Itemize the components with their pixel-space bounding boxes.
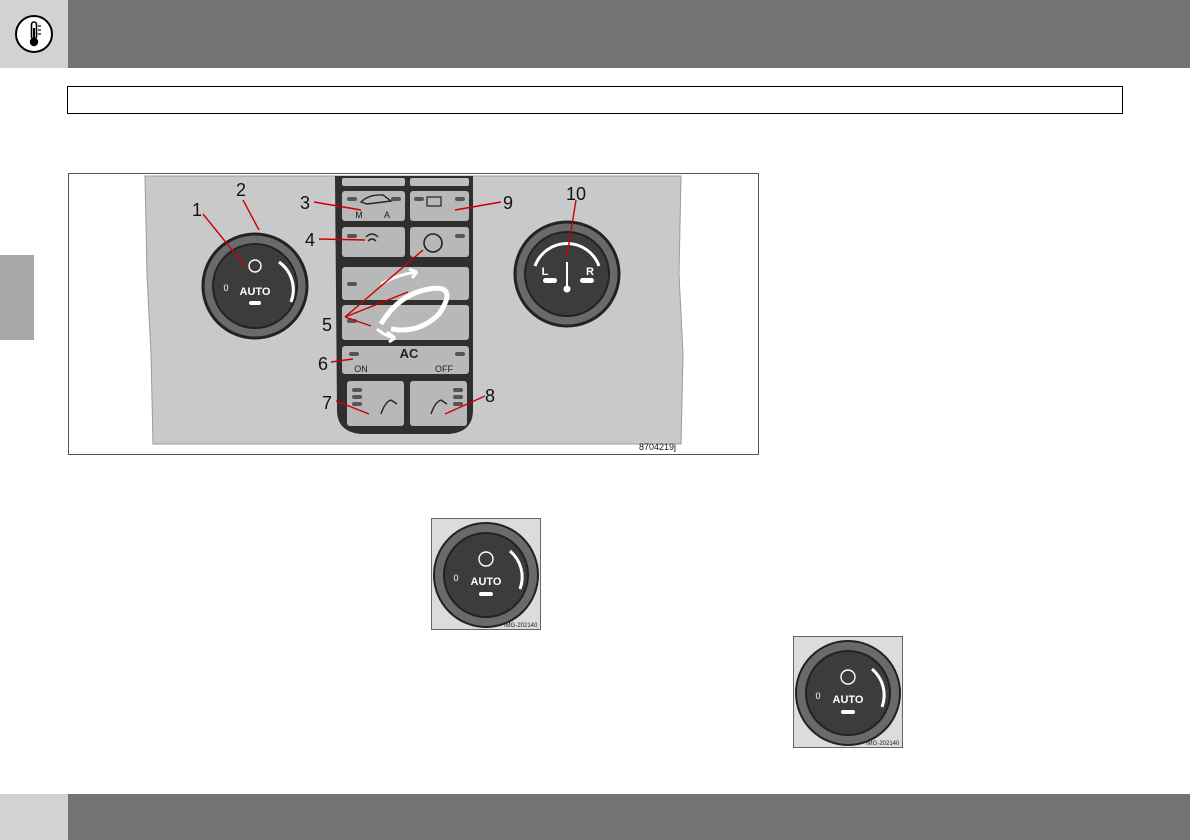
fan-knob-detail-figure-1: AUTO 0 IMG-202140 <box>431 518 541 630</box>
detail-1-auto-label: AUTO <box>471 576 502 588</box>
fan-auto-label: AUTO <box>240 286 271 298</box>
side-chapter-tab <box>0 255 34 340</box>
callout-6: 6 <box>318 354 328 374</box>
temp-right-label: R <box>586 266 594 278</box>
callout-5: 5 <box>322 315 332 335</box>
detail-2-zero-label: 0 <box>815 691 820 701</box>
temp-left-label: L <box>542 266 549 278</box>
callout-2: 2 <box>236 180 246 200</box>
thermometer-icon <box>15 15 53 53</box>
recirc-a-label: A <box>384 210 390 220</box>
callout-10: 10 <box>566 184 586 204</box>
climate-control-panel-figure: AUTO 0 L R M A AC ON OFF 1 <box>68 173 759 455</box>
ac-off-label: OFF <box>435 364 453 374</box>
detail-2-auto-label: AUTO <box>833 694 864 706</box>
main-figure-code: 8704219j <box>639 442 676 452</box>
header-bar <box>0 0 1190 68</box>
ac-label: AC <box>400 346 419 361</box>
callout-4: 4 <box>305 230 315 250</box>
callout-7: 7 <box>322 393 332 413</box>
detail-1-zero-label: 0 <box>453 573 458 583</box>
footer-bar <box>0 794 1190 840</box>
fan-knob-detail-figure-2: AUTO 0 IMG-202140 <box>793 636 903 748</box>
callout-1: 1 <box>192 200 202 220</box>
detail-1-image-code: IMG-202140 <box>504 623 538 629</box>
callout-3: 3 <box>300 193 310 213</box>
recirc-m-label: M <box>355 210 363 220</box>
fan-zero-label: 0 <box>223 283 228 293</box>
callout-9: 9 <box>503 193 513 213</box>
header-icon-box <box>0 0 68 68</box>
ac-on-label: ON <box>354 364 368 374</box>
footer-page-number-box <box>0 794 68 840</box>
section-title-box <box>67 86 1123 114</box>
callout-8: 8 <box>485 386 495 406</box>
detail-2-image-code: IMG-202140 <box>866 741 900 747</box>
fan-icon <box>478 551 494 567</box>
fan-icon <box>840 669 856 685</box>
